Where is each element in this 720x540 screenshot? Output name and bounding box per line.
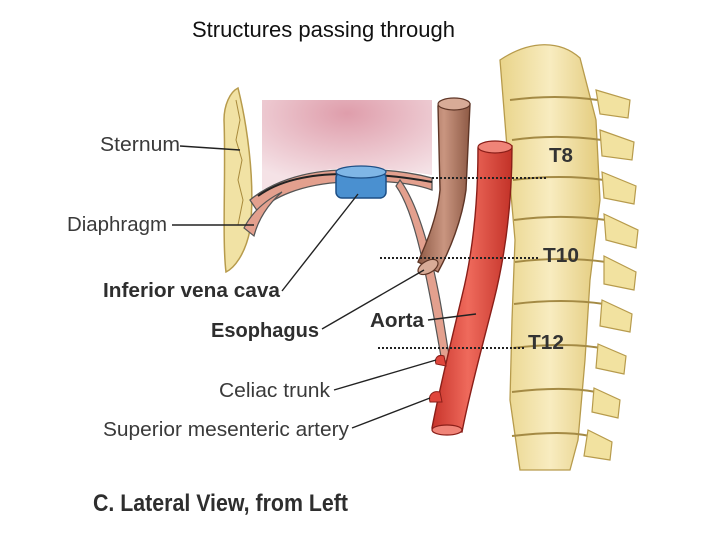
label-t12: T12 xyxy=(528,332,564,354)
leader-ivc xyxy=(281,193,359,292)
sternum-texture xyxy=(235,99,244,226)
label-inferior-vena-cava: Inferior vena cava xyxy=(103,280,281,302)
vertebral-column xyxy=(499,44,639,471)
label-esophagus: Esophagus xyxy=(211,320,319,342)
thoracic-region xyxy=(262,100,432,190)
label-sternum: Sternum xyxy=(100,134,180,156)
aorta-lower-end xyxy=(431,424,463,436)
leader-celiac xyxy=(333,359,437,391)
label-diaphragm: Diaphragm xyxy=(67,214,167,236)
leader-aorta xyxy=(427,313,477,321)
label-t10: T10 xyxy=(543,245,579,267)
leader-esophagus xyxy=(321,269,425,330)
label-t8: T8 xyxy=(549,145,573,167)
celiac-trunk-stub xyxy=(435,355,447,367)
leader-sma xyxy=(351,397,431,429)
label-celiac-trunk: Celiac trunk xyxy=(219,380,331,402)
label-superior-mesenteric-artery: Superior mesenteric artery xyxy=(103,419,349,441)
esophagus xyxy=(417,103,471,273)
leader-sternum xyxy=(179,145,241,151)
label-aorta: Aorta xyxy=(370,310,425,332)
figure-caption: C. Lateral View, from Left xyxy=(93,490,348,517)
aorta xyxy=(431,145,513,433)
page-title: Structures passing through xyxy=(192,17,455,42)
sma-stub xyxy=(429,391,443,403)
